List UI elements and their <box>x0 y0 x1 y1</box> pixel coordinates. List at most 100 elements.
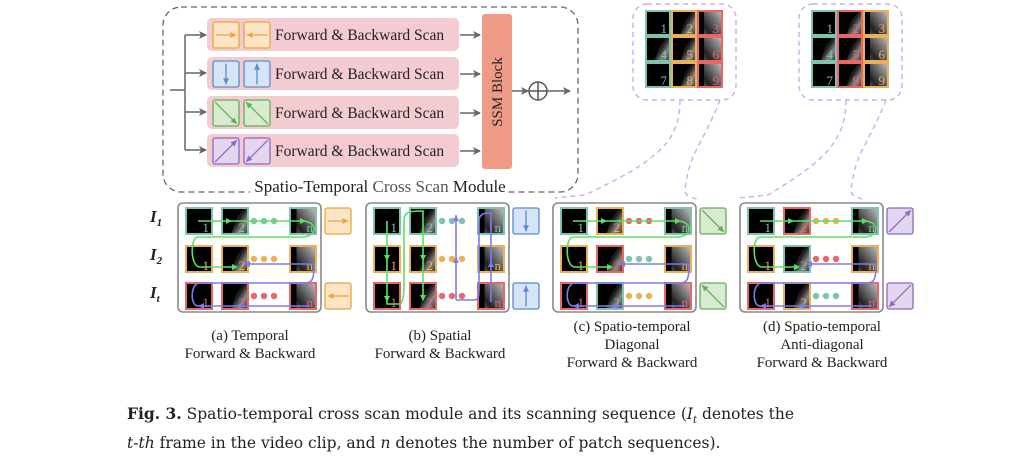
path-arrowhead <box>198 303 204 309</box>
patch: 8 <box>671 62 697 88</box>
patch-texture <box>846 11 862 35</box>
frame-label-1: I1 <box>149 207 162 229</box>
patch-border <box>645 62 671 88</box>
patch-image <box>812 63 836 87</box>
arrow-up-right-icon <box>886 207 914 235</box>
patch-texture <box>846 37 862 61</box>
patch-number: n <box>869 220 876 235</box>
patch-texture <box>671 283 691 309</box>
patch: 7 <box>811 62 837 88</box>
patch-border <box>289 245 317 273</box>
arrow-up-left-icon <box>243 99 271 127</box>
cross-scan-module: Spatio-Temporal Cross Scan Module Forwar… <box>162 6 579 196</box>
patch: n <box>664 245 692 273</box>
patch-number: 1 <box>203 220 210 235</box>
patch: 3 <box>863 10 889 36</box>
patch-number: 7 <box>827 73 834 88</box>
forward-scan-path <box>753 220 877 268</box>
patch-texture <box>704 37 722 61</box>
panel-caption-d: (d) Spatio-temporalAnti-diagonalForward … <box>757 319 888 371</box>
scan-row-spatial: Forward & Backward Scan <box>207 57 481 90</box>
patch-number: n <box>682 220 689 235</box>
patch-number: 2 <box>239 220 246 235</box>
patch-number: 2 <box>801 258 808 273</box>
icon-arrowhead <box>327 293 334 299</box>
ellipsis-dot <box>645 255 653 263</box>
patch: 1 <box>185 245 213 273</box>
backward-scan-path <box>566 263 690 307</box>
patch-number: n <box>495 258 502 273</box>
patch-border <box>645 10 671 36</box>
patch-border <box>811 62 837 88</box>
patch-number: n <box>307 258 314 273</box>
patch-number: 1 <box>203 295 210 310</box>
patch-number: 1 <box>391 295 398 310</box>
arrow-up-icon <box>243 60 271 88</box>
patch-border <box>645 36 671 62</box>
patch: 5 <box>671 36 697 62</box>
patch: 7 <box>645 62 671 88</box>
patch-border <box>697 36 723 62</box>
path-arrowhead <box>619 261 625 267</box>
patch: 4 <box>811 36 837 62</box>
icon-arrowhead <box>246 102 253 109</box>
patch-border <box>863 10 889 36</box>
ellipsis-dot <box>270 292 278 300</box>
patch-number: n <box>869 258 876 273</box>
ellipsis-dot <box>448 292 456 300</box>
patch-texture <box>704 11 722 35</box>
patch-number: 6 <box>879 47 886 62</box>
patch-number: 2 <box>427 220 434 235</box>
icon-arrowhead <box>230 32 237 38</box>
patch-texture <box>820 37 836 61</box>
patch-number: 4 <box>827 47 834 62</box>
patch-texture <box>704 63 722 87</box>
patch-image <box>748 283 774 309</box>
patch-number: 1 <box>578 220 585 235</box>
scan-row-label: Forward & Backward Scan <box>275 27 444 44</box>
patch: n <box>477 207 505 235</box>
path-arrowhead <box>384 296 390 302</box>
patch: 6 <box>863 36 889 62</box>
path-arrowhead <box>794 264 800 270</box>
ellipsis-dot <box>458 217 466 225</box>
arrow-right-icon <box>324 207 352 235</box>
ellipsis-dot <box>438 217 446 225</box>
patch-border <box>697 10 723 36</box>
ellipsis-dot <box>635 292 643 300</box>
patch-number: n <box>682 258 689 273</box>
icon-arrowhead <box>230 140 237 147</box>
patch-number: 1 <box>203 258 210 273</box>
backward-scan-path <box>753 263 877 307</box>
icon-arrowhead <box>523 285 529 292</box>
callout-tail <box>737 99 847 199</box>
patch: 1 <box>560 245 588 273</box>
arrow-down-icon <box>512 207 540 235</box>
arrow-up-left-icon <box>699 282 727 310</box>
icon-arrowhead <box>904 210 911 217</box>
patch-border <box>811 10 837 36</box>
patch-texture <box>793 246 810 272</box>
patch-number: 2 <box>239 258 246 273</box>
patch: 2 <box>783 282 811 310</box>
path-arrowhead <box>488 261 494 267</box>
patch: 9 <box>863 62 889 88</box>
patch-number: 2 <box>801 220 808 235</box>
patch: n <box>851 245 879 273</box>
ellipsis-dot <box>448 217 456 225</box>
patch-number: 1 <box>661 21 668 36</box>
panel-caption-line: (d) Spatio-temporal <box>763 319 881 335</box>
scan-row-label: Forward & Backward Scan <box>275 105 444 122</box>
ellipsis-dot <box>812 255 820 263</box>
module-title: Spatio-Temporal Cross Scan Module <box>254 177 505 196</box>
patch: 2 <box>221 282 249 310</box>
caption-text: Spatio-temporal cross scan module and it… <box>181 405 687 423</box>
callout-tail <box>554 99 681 199</box>
path-arrowhead <box>601 218 607 224</box>
caption-var: I <box>686 405 694 423</box>
panel-border <box>177 202 322 313</box>
patch-texture <box>606 246 623 272</box>
ellipsis-dot <box>260 292 268 300</box>
patch-number: n <box>495 295 502 310</box>
